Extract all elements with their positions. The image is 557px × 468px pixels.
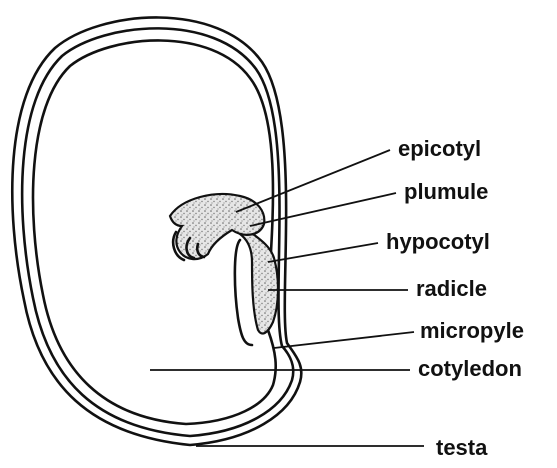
cotyledon-label: cotyledon — [418, 358, 522, 380]
radicle-groove — [235, 240, 252, 345]
epicotyl-leader — [236, 150, 390, 212]
plumule-label: plumule — [404, 181, 488, 203]
micropyle-label: micropyle — [420, 320, 524, 342]
epicotyl-label: epicotyl — [398, 138, 481, 160]
testa-label: testa — [436, 437, 487, 459]
radicle-label: radicle — [416, 278, 487, 300]
hypocotyl-label: hypocotyl — [386, 231, 490, 253]
micropyle-leader — [274, 332, 414, 348]
